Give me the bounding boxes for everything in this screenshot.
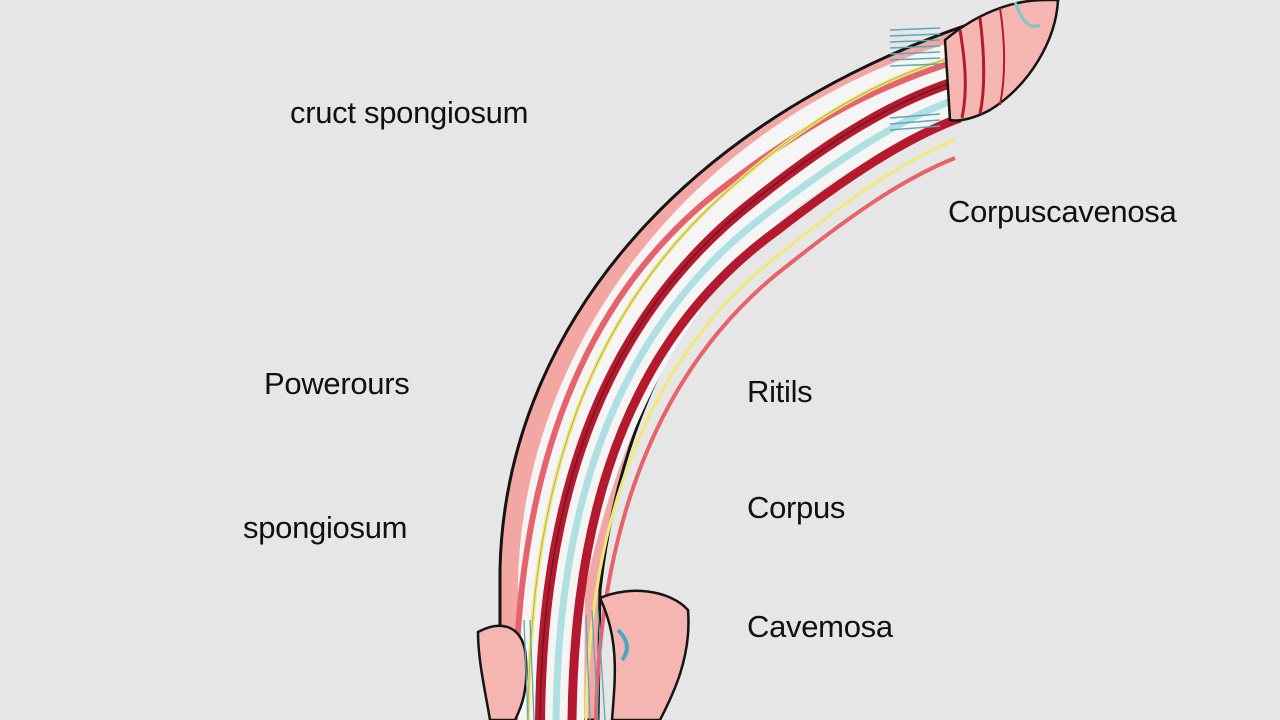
upper-end-cyan (1013, 1, 1041, 28)
nerve-outline-outer (527, 54, 961, 720)
label-spongiosum: spongiosum (243, 510, 408, 545)
upper-end-fold-2 (978, 17, 986, 115)
label-cavemosa: Cavemosa (747, 609, 893, 644)
upper-end-fold-3 (999, 7, 1006, 106)
label-cruct-spongiosum: cruct spongiosum (290, 95, 529, 130)
fiber-brush-upper (889, 27, 941, 67)
lower-fiber-bundle (523, 609, 606, 720)
lower-base-tissue-right (598, 589, 690, 720)
artery-second (567, 113, 962, 720)
light-red-vessel (512, 57, 961, 720)
upper-end-fold-1 (958, 29, 967, 119)
nerve-strand-inner (584, 138, 956, 720)
upper-end-tissue (943, 0, 1060, 122)
label-ritils: Ritils (747, 374, 813, 409)
lower-cyan-knot (616, 628, 629, 662)
cyan-vessel (552, 94, 962, 720)
label-powerours: Powerours (264, 366, 410, 401)
lower-base-tissue (476, 624, 528, 720)
label-corpus: Corpus (747, 490, 846, 525)
label-corpuscavenosa: Corpuscavenosa (948, 194, 1177, 229)
fiber-brush-lower (889, 113, 941, 131)
light-red-vessel-inner (594, 156, 956, 720)
artery-main-outline (539, 79, 961, 720)
